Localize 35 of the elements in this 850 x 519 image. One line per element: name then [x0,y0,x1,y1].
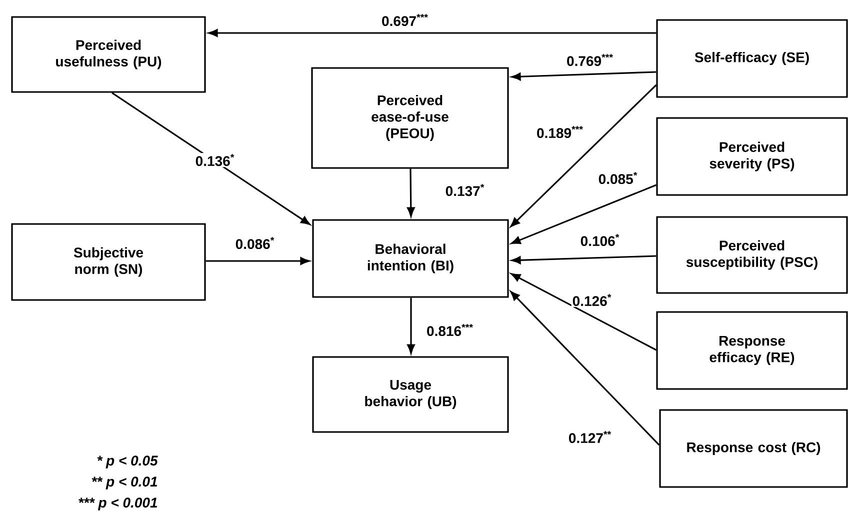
construct-box: Perceived susceptibility (PSC) [656,216,848,294]
construct-box: Behavioral intention (BI) [312,219,509,298]
arrow [208,29,656,37]
construct-box: Usage behavior (UB) [312,356,509,433]
arrow [407,298,415,354]
arrow [511,184,656,244]
construct-box: Response cost (RC) [659,409,848,488]
arrow [407,168,415,217]
arrow [510,273,657,351]
edge-label: 0.137$^{*}$ [444,182,486,198]
edge-label: 0.085$^{*}$ [597,170,639,186]
construct-box: Self-efficacy (SE) [656,19,848,98]
edge-label: 0.816$^{***}$ [426,322,474,338]
edge-label: 0.106$^{*}$ [579,232,621,248]
arrow [510,84,657,227]
edge-label: 0.136$^{*}$ [194,152,236,168]
arrow [206,257,310,265]
construct-box: Perceived ease-of-use (PEOU) [311,67,509,169]
edge-label: 0.769$^{***}$ [566,52,614,68]
significance-note: ** p < 0.01 [92,476,158,490]
arrow [112,92,310,225]
arrow [510,291,660,446]
edge-label: 0.697$^{***}$ [380,12,430,28]
construct-box: Perceived usefulness (PU) [11,16,206,93]
edge-label: 0.189$^{***}$ [536,124,584,140]
arrow [511,255,656,264]
edge-label: 0.086$^{*}$ [234,236,276,250]
edge-label: 0.126$^{*}$ [571,292,613,308]
arrow [511,71,656,81]
significance-note: * p < 0.05 [97,456,158,468]
significance-note: *** p < 0.001 [78,498,158,510]
construct-box: Perceived severity (PS) [656,117,848,196]
construct-box: Response efficacy (RE) [656,311,848,390]
construct-box: Subjective norm (SN) [11,223,206,301]
edge-label: 0.127$^{**}$ [567,430,613,444]
